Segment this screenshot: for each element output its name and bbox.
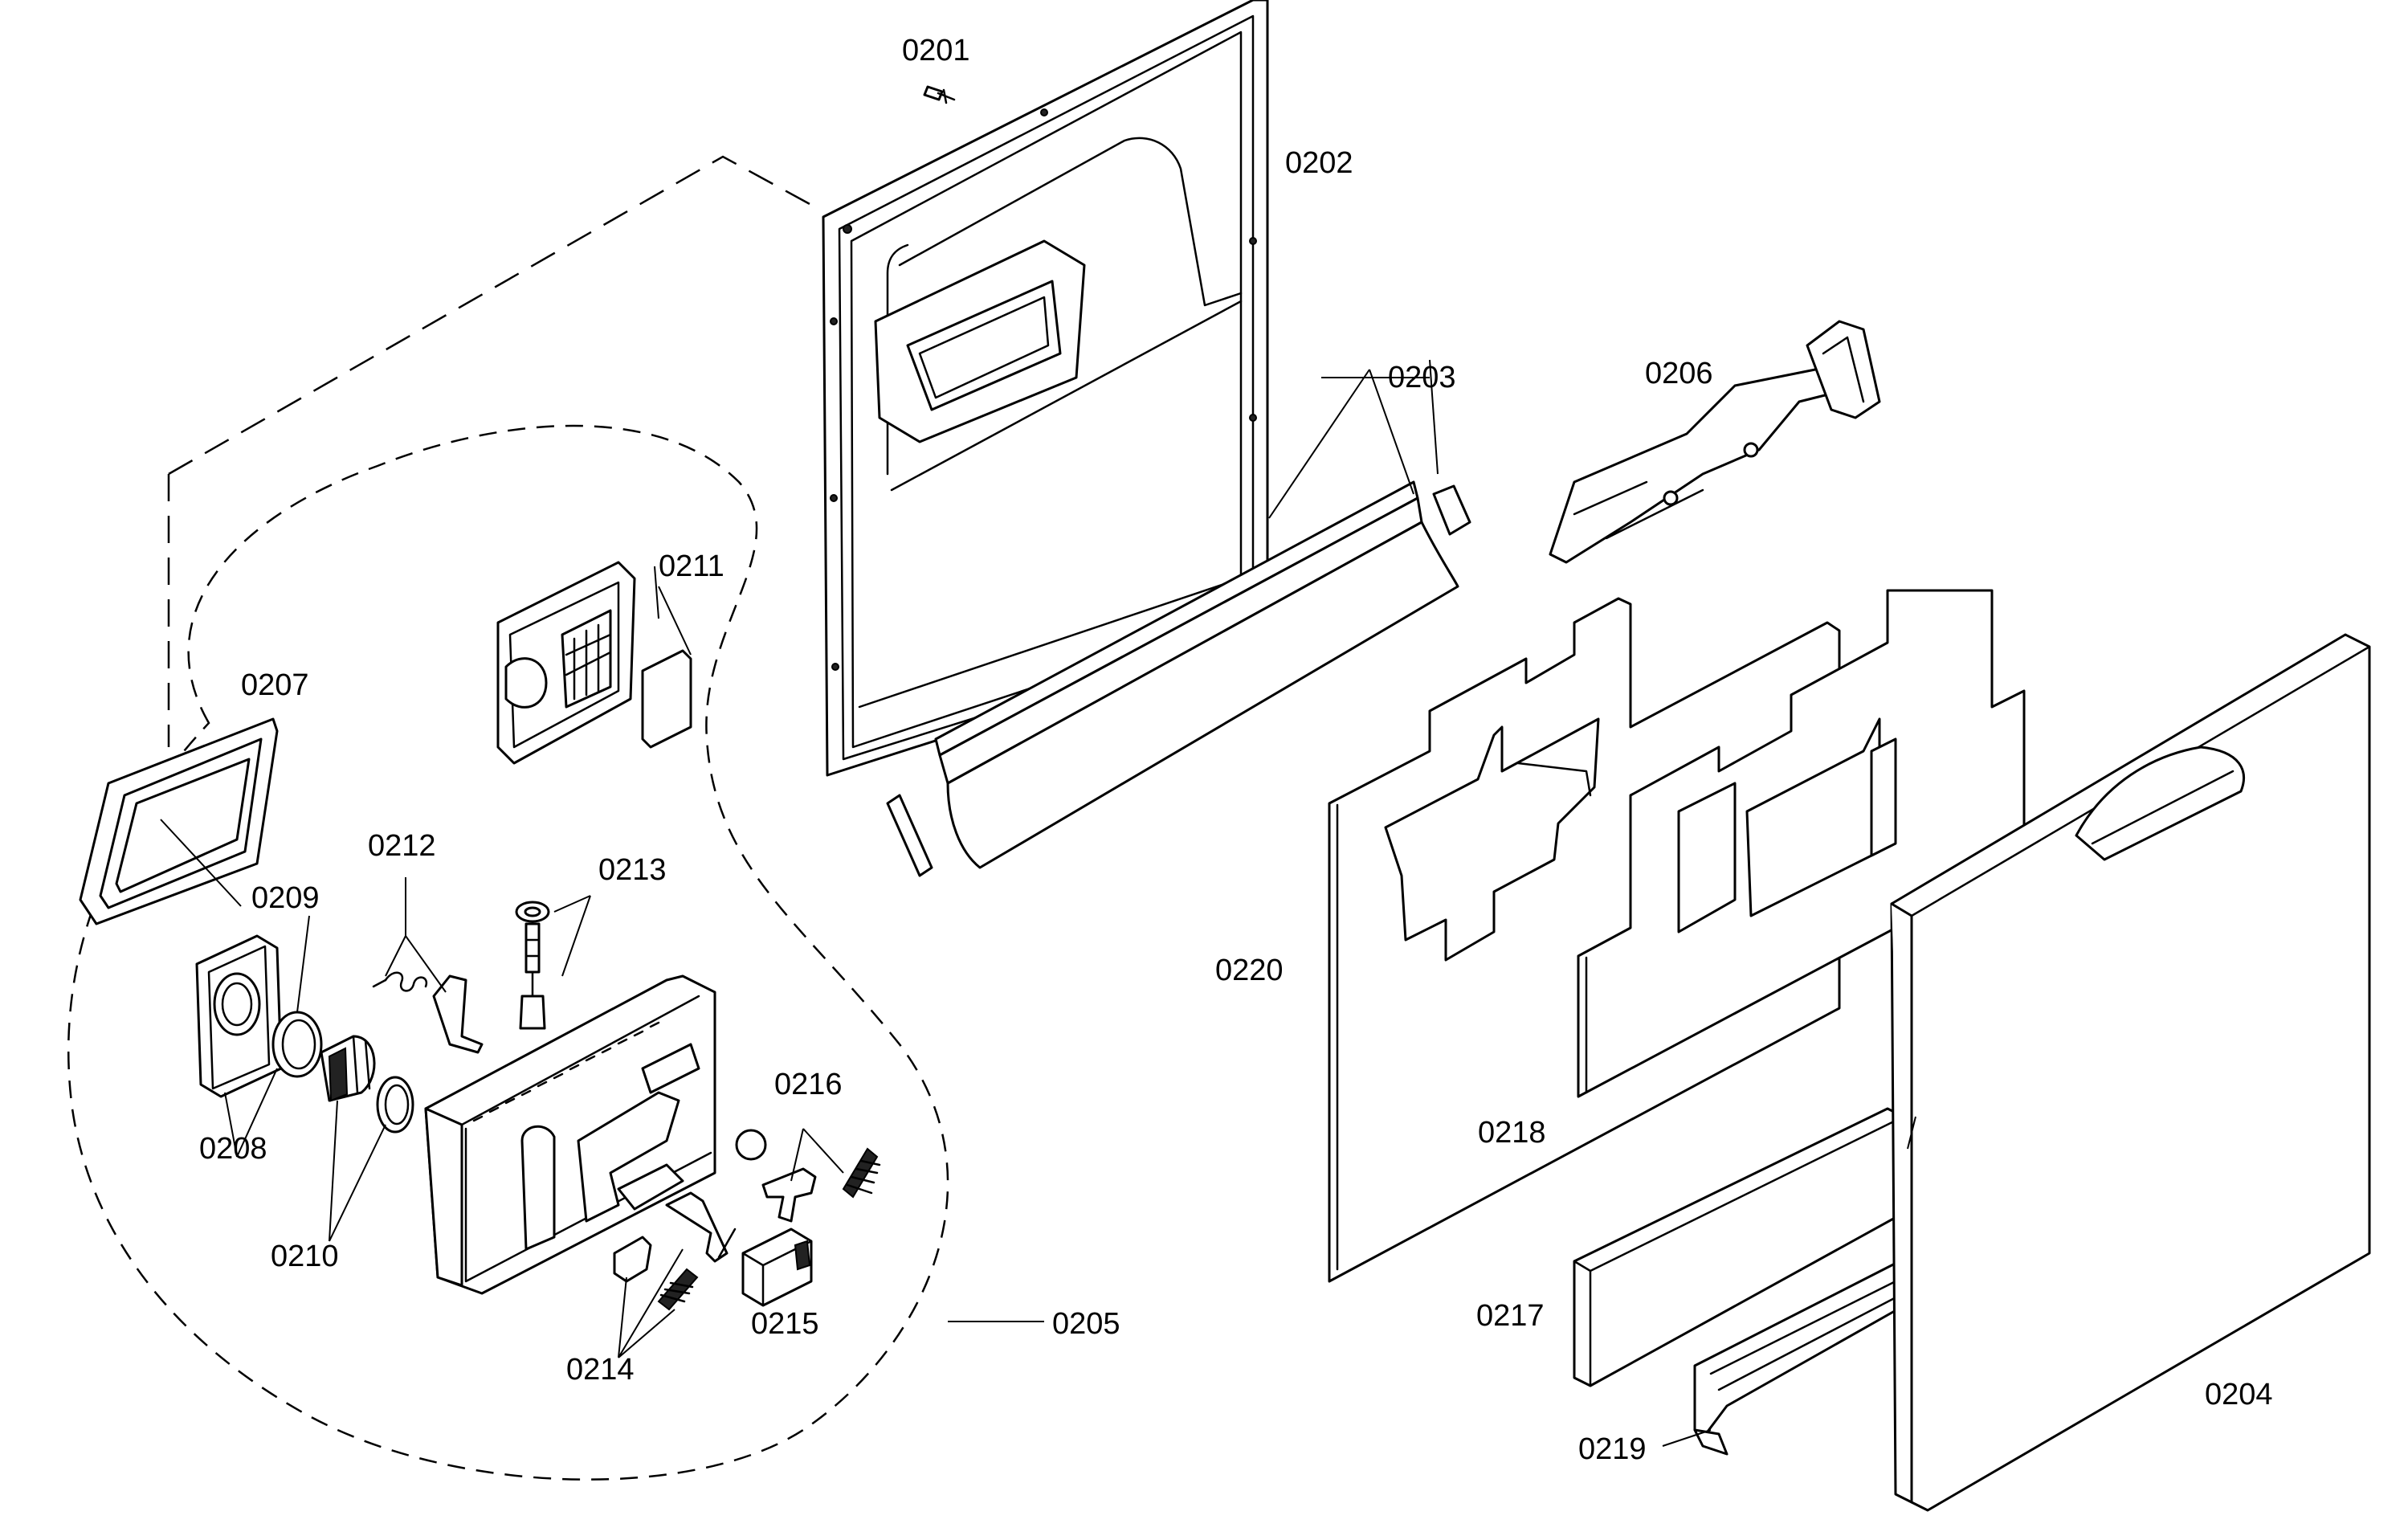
insulation-panel-0218	[1577, 589, 2026, 1098]
clip-lever-0214	[613, 1191, 737, 1311]
label-0208: 0208	[199, 1132, 267, 1166]
label-0204: 0204	[2205, 1378, 2273, 1411]
label-0210: 0210	[271, 1240, 339, 1273]
label-0211: 0211	[659, 549, 724, 583]
dispenser-housing	[424, 974, 716, 1295]
trim-strip-0203	[886, 480, 1471, 877]
label-0220: 0220	[1215, 954, 1284, 987]
label-0213: 0213	[598, 853, 667, 887]
label-0203: 0203	[1388, 361, 1456, 394]
switch-0215	[741, 1228, 813, 1307]
label-0218: 0218	[1478, 1116, 1546, 1150]
label-0219: 0219	[1578, 1432, 1647, 1466]
gasket-0207	[79, 717, 279, 925]
spring-lever-0212	[372, 971, 484, 1054]
label-0212: 0212	[368, 829, 436, 863]
part-labels: 0201 0202 0203 0206 0211 0207 0212 0213 …	[199, 34, 2273, 1466]
label-0206: 0206	[1645, 357, 1713, 390]
hinge-bracket-0206	[1549, 320, 1881, 564]
label-0214: 0214	[566, 1353, 635, 1387]
screw-0201	[923, 85, 956, 104]
label-0205: 0205	[1052, 1307, 1120, 1341]
label-0207: 0207	[241, 668, 309, 702]
label-0217: 0217	[1476, 1299, 1545, 1333]
dispenser-cover-0208	[195, 934, 283, 1098]
leader-lines	[160, 359, 1916, 1447]
dashed-guide-line	[168, 155, 812, 476]
inner-door-panel-0202	[822, 0, 1269, 777]
plunger-0213	[515, 901, 550, 1030]
float-lever-0216	[735, 1129, 881, 1223]
o-ring-0209	[271, 1011, 323, 1078]
label-0201: 0201	[902, 34, 970, 67]
label-0215: 0215	[751, 1307, 819, 1341]
outer-door-panel-0204	[1890, 633, 2371, 1512]
label-0209: 0209	[251, 881, 320, 915]
plug-0210	[320, 1035, 414, 1134]
label-0202: 0202	[1285, 146, 1353, 180]
label-0216: 0216	[774, 1068, 843, 1101]
assembly-0205-boundary	[67, 424, 949, 1481]
rinse-aid-module-0211	[496, 561, 692, 765]
